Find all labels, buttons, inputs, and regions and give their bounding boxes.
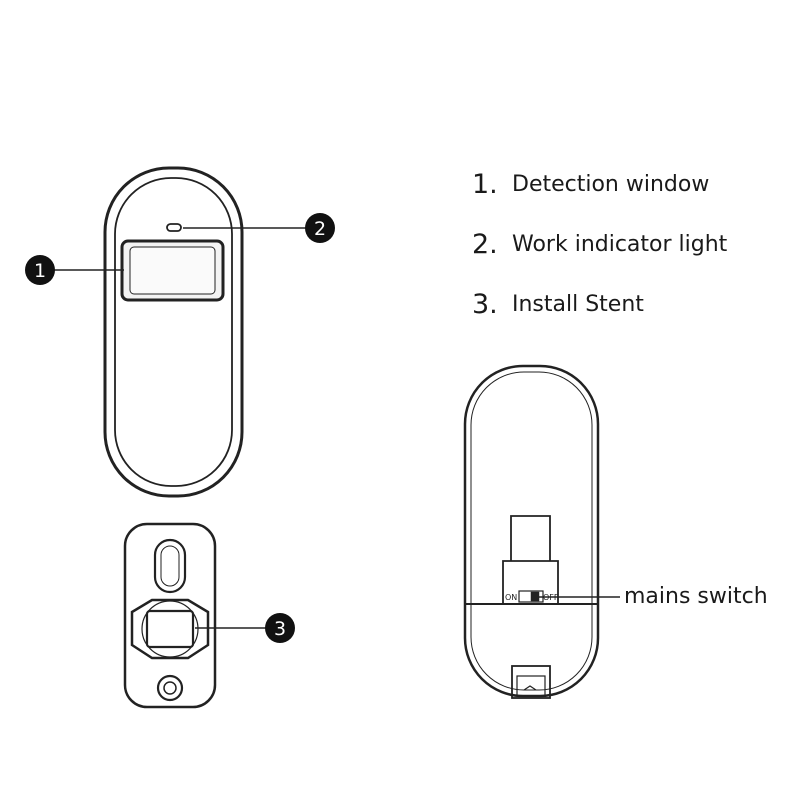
screw-hole-inner: [163, 681, 177, 695]
sensor-back-view: [463, 364, 600, 699]
legend-label-2: Work indicator light: [512, 232, 728, 257]
install-stent: [123, 522, 217, 709]
back-inner-shell: [470, 371, 593, 691]
bottom-latch-inner: [516, 675, 546, 697]
connector-tab: [510, 515, 551, 561]
legend-number-2: 2.: [472, 229, 498, 260]
mains-switch-label: mains switch: [624, 584, 768, 609]
sensor-outer-shell: [103, 166, 244, 498]
marker-2-label: 2: [314, 218, 326, 240]
screw-hole-outer: [156, 674, 184, 702]
switch-on-label: ON: [505, 593, 517, 602]
marker-1-label: 1: [34, 260, 46, 282]
stent-plate: [123, 522, 217, 709]
indicator-light: [166, 223, 182, 232]
keyhole-slot-inner: [160, 545, 180, 587]
detection-window-inner: [129, 246, 216, 295]
marker-2: 2: [305, 213, 335, 243]
sensor-front-view: [103, 166, 244, 498]
legend-label-3: Install Stent: [512, 292, 644, 317]
marker-3: 3: [265, 613, 295, 643]
connector-body: [502, 560, 559, 604]
back-outer-shell: [463, 364, 600, 698]
legend-number-1: 1.: [472, 169, 498, 200]
stent-mount-square: [145, 609, 195, 649]
latch-arrow-icon: [523, 685, 537, 691]
stent-mount-ring: [141, 600, 199, 658]
marker-3-label: 3: [274, 618, 286, 640]
sensor-inner-shell: [114, 177, 233, 487]
stent-mount-octagon: [130, 598, 210, 660]
legend-number-3: 3.: [472, 289, 498, 320]
legend-label-1: Detection window: [512, 172, 710, 197]
marker-1: 1: [25, 255, 55, 285]
keyhole-slot: [153, 538, 187, 594]
bottom-latch: [511, 665, 551, 699]
